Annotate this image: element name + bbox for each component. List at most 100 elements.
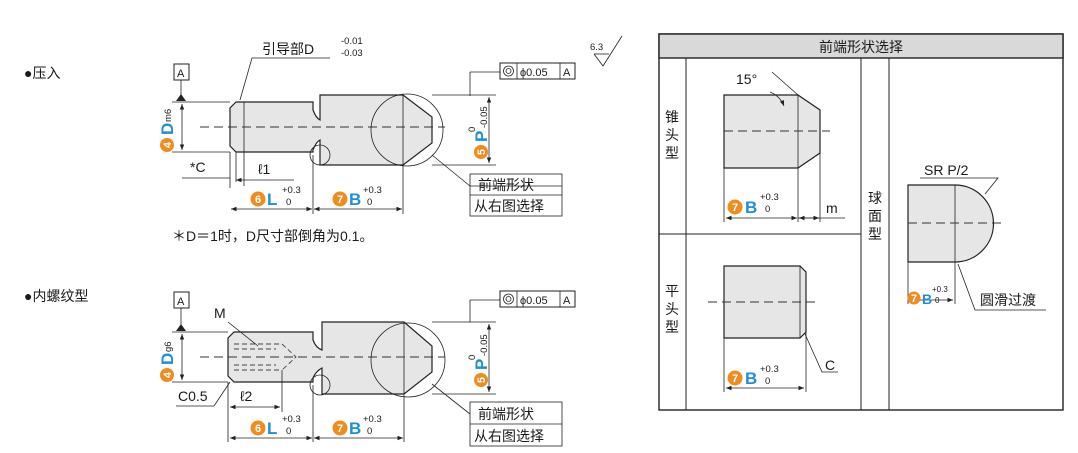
chamfer-label: *C [190,159,206,175]
d-badge [160,368,174,382]
tip-shape-leader [431,154,471,187]
l2-label: ℓ2 [240,388,253,404]
sphere-label-char-1: 球 [868,190,882,206]
svg-text:B: B [745,369,757,388]
m-leader [227,321,259,347]
angle-arc [769,91,785,107]
geo-tol-value: ϕ0.05 [520,295,548,307]
svg-text:7: 7 [337,194,343,206]
flat-b-badge [727,370,743,386]
press-fit-pin-body [229,94,433,166]
svg-text:-0.05: -0.05 [479,334,490,356]
svg-text:m6: m6 [163,109,174,122]
l-dimension-label: 6 L +0.3 0 [250,185,301,209]
flat-label-char-2: 头 [665,301,679,317]
tip-shape-line2: 从右图选择 [474,198,544,214]
guide-tol-upper: -0.01 [341,36,363,47]
geo-tol-datum: A [563,295,571,307]
tip-shape-line2: 从右图选择 [474,428,544,444]
d-dimension-label: 4 D m6 [158,109,177,152]
svg-text:P: P [472,359,491,370]
cone-b-badge [727,199,743,215]
geo-tol-datum: A [563,67,571,79]
svg-text:-0.05: -0.05 [479,106,490,128]
datum-triangle [176,324,186,331]
cone-type-label: 锥 头 型 [665,109,679,161]
flat-label-char-3: 型 [665,319,679,335]
cone-label-char-1: 锥 [665,109,679,125]
svg-text:0: 0 [935,296,940,305]
datum-label: A [177,68,185,80]
press-fit-view: ●压入 A 引导部D -0.01 -0.03 ϕ0.05 A 6.3 [24,35,623,244]
tip-shape-line1: 前端形状 [478,406,534,422]
svg-text:0: 0 [367,426,372,437]
tip-shape-leader [431,383,471,415]
b-dimension-label: 7 B +0.3 0 [332,414,382,438]
sphere-sr-leader [920,177,999,195]
svg-text:P: P [472,131,491,142]
svg-text:D: D [158,353,177,365]
flat-c-leader [804,333,838,373]
press-fit-note: ＊D＝1时，D尺寸部倒角为0.1。 [172,228,373,244]
l-badge [250,191,266,207]
svg-text:B: B [745,198,757,217]
surface-roughness-value: 6.3 [590,42,603,53]
svg-text:0: 0 [765,376,770,387]
d-badge [160,138,174,152]
m-label: M [214,305,226,321]
svg-text:4: 4 [162,371,174,378]
guide-leader [239,57,330,101]
guide-label: 引导部D [262,41,314,57]
flat-c-label: C [825,357,835,373]
svg-text:5: 5 [476,149,488,155]
relief-detail-circle [309,144,331,166]
datum-triangle [176,94,186,101]
sphere-label-char-3: 型 [868,226,882,242]
svg-text:0: 0 [467,355,478,360]
svg-text:6: 6 [255,423,261,435]
svg-text:B: B [349,419,361,438]
surface-roughness-symbol [593,35,623,67]
relief-detail-circle [309,374,331,396]
b-badge [332,191,348,207]
sphere-sr-label: SR P/2 [924,162,969,178]
concentricity-icon [503,293,514,305]
svg-text:+0.3: +0.3 [932,285,948,294]
press-fit-type-label: ●压入 [24,65,60,81]
d-dimension-label: 4 D g6 [158,341,177,382]
svg-text:6: 6 [255,194,261,206]
tip-detail-circle [370,322,446,398]
tip-shape-selection-panel: 前端形状选择 锥 头 型 平 头 型 球 面 型 15° [658,33,1064,411]
svg-text:0: 0 [467,127,478,132]
flat-label-char-1: 平 [665,283,679,299]
svg-text:+0.3: +0.3 [760,192,779,203]
cone-label-char-2: 头 [665,127,679,143]
svg-text:B: B [349,190,361,209]
l1-label: ℓ1 [258,161,271,177]
sphere-type-label: 球 面 型 [868,190,882,242]
panel-title: 前端形状选择 [819,39,903,55]
svg-text:L: L [267,419,277,438]
cone-m-label: m [826,200,838,216]
datum-box [173,291,190,309]
svg-text:L: L [267,190,277,209]
datum-label: A [177,296,185,308]
svg-text:4: 4 [162,141,174,148]
flat-type-label: 平 头 型 [665,283,679,335]
cone-angle-label: 15° [736,71,757,87]
svg-text:7: 7 [337,423,343,435]
geo-tol-frame [499,290,576,308]
sphere-tip-body [907,184,995,263]
b-badge [332,420,348,436]
guide-tol-lower: -0.03 [341,48,363,59]
svg-text:D: D [158,123,177,135]
svg-text:0: 0 [286,426,291,437]
svg-text:7: 7 [732,202,738,214]
internal-thread-type-label: ●内螺纹型 [24,288,88,304]
svg-text:+0.3: +0.3 [363,414,382,425]
svg-text:7: 7 [911,293,917,305]
svg-text:0: 0 [286,197,291,208]
svg-text:+0.3: +0.3 [282,185,301,196]
